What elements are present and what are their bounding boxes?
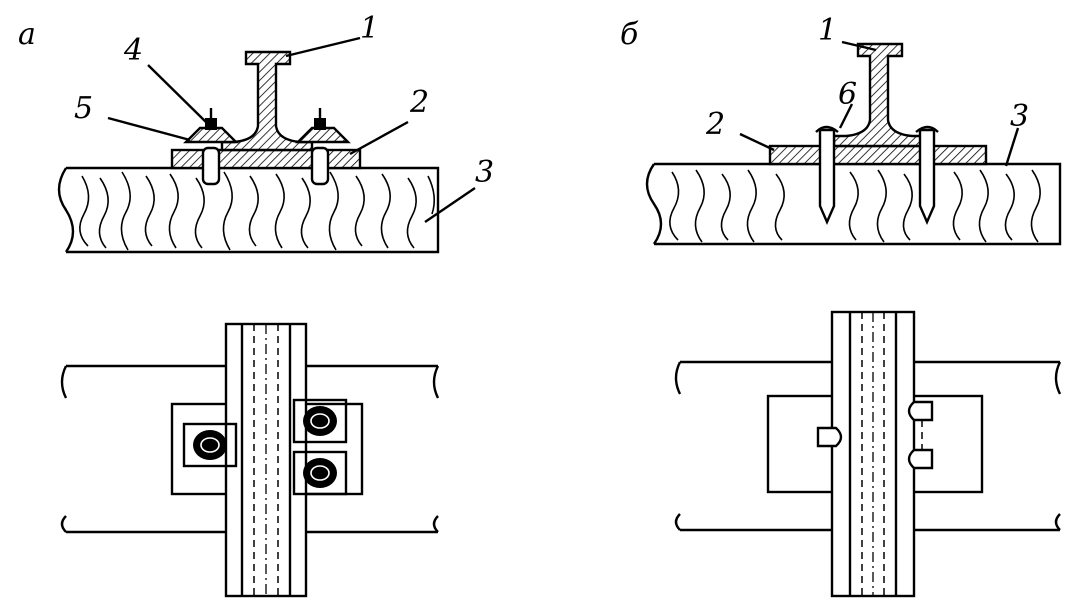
leader-lines-a	[107, 36, 476, 223]
tie-plate-a	[170, 148, 362, 170]
part-label-rail-b: 1	[818, 13, 837, 48]
bolt-clip-right-top-a	[292, 398, 348, 444]
sleeper-b-side	[645, 162, 1062, 246]
spike-left-b	[815, 125, 839, 225]
variant-b-plan-view	[674, 310, 1062, 598]
bolt-clip-right-bottom-a	[292, 450, 348, 496]
variant-a-side-view: а 1 4 5 2 3	[18, 11, 494, 254]
part-label-clip: 5	[74, 91, 93, 126]
bolt-clip-left-a	[182, 422, 238, 468]
part-label-spike: 6	[838, 77, 857, 112]
variant-b-side-view: б 1 6 2 3	[620, 13, 1062, 246]
figure-label-a: а	[18, 17, 36, 52]
variant-a-plan-view	[60, 322, 440, 598]
rail-b-plan	[830, 310, 916, 598]
figure-label-b: б	[620, 17, 639, 52]
part-label-rail: 1	[360, 11, 379, 46]
part-label-bolt: 4	[123, 33, 143, 68]
bolt-left-a	[183, 108, 239, 186]
part-label-tie-plate: 2	[409, 85, 429, 120]
tie-plate-b	[768, 144, 988, 166]
spike-heads-b	[816, 400, 934, 470]
sleeper-a-side	[57, 166, 440, 254]
bolt-right-a	[295, 108, 351, 186]
part-label-sleeper-b: 3	[1010, 99, 1029, 134]
leader-lines-b	[739, 40, 1020, 167]
part-label-sleeper: 3	[475, 155, 494, 190]
rail-a-plan	[224, 322, 308, 598]
rail-a	[220, 50, 314, 152]
spike-right-b	[915, 125, 939, 225]
part-label-tie-plate-b: 2	[705, 107, 725, 142]
